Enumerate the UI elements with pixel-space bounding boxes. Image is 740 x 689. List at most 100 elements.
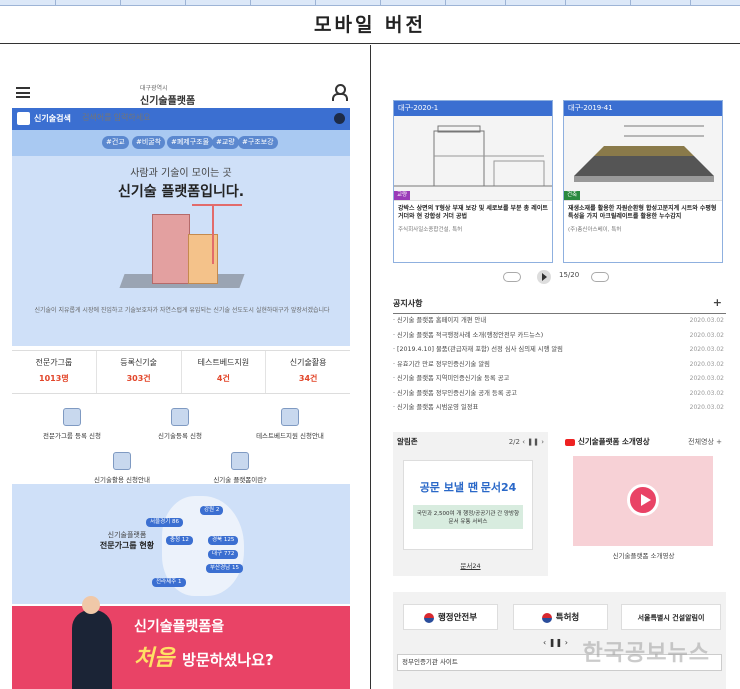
- category-badge: 건축: [564, 191, 581, 200]
- stat-usage[interactable]: 신기술활용 34건: [266, 351, 350, 393]
- alert-zone-title: 알림존: [397, 437, 418, 446]
- layer-sketch: [574, 125, 714, 182]
- welcome-banner[interactable]: 신기술플랫폼을 처음 방문하셨나요?: [12, 596, 350, 689]
- search-input[interactable]: [82, 113, 322, 122]
- hero-description: 신기술이 지유롭게 시장에 진입하고 기술보호자가 자연스럽게 유입되는 신기술…: [34, 307, 330, 314]
- partner-link[interactable]: 특허청: [513, 604, 608, 630]
- tech-card-company: 주식회사일소종합건설, 특허: [398, 227, 463, 233]
- quick-link-about[interactable]: 신기술 플랫폼이란?: [180, 452, 300, 484]
- category-badge: 교량: [394, 191, 411, 200]
- all-videos-link[interactable]: 전체영상 +: [688, 438, 722, 446]
- quick-link-label: 신기술 플랫폼이란?: [213, 476, 267, 484]
- notice-item[interactable]: · 신기술 플랫폼 적극행정사례 소개(행정안전부 카드뉴스)2020.03.0…: [393, 329, 726, 344]
- structure-sketch: [394, 125, 552, 187]
- plus-icon[interactable]: +: [712, 296, 722, 309]
- stat-label: 테스트베드지원: [197, 358, 250, 367]
- tech-card[interactable]: 대구-2019-41 건축 재생소재를 활용한 자원순환형 합성고분지계 시트와…: [563, 100, 723, 263]
- partner-link[interactable]: 행정안전부: [403, 604, 498, 630]
- notice-date: 2020.03.02: [689, 360, 724, 368]
- stat-testbed[interactable]: 테스트베드지원 4건: [182, 351, 267, 393]
- handshake-icon: [171, 408, 189, 426]
- stat-registered[interactable]: 등록신기술 303건: [97, 351, 182, 393]
- user-icon[interactable]: [332, 84, 348, 101]
- top-table-strip: [0, 0, 740, 6]
- search-icon[interactable]: [334, 113, 345, 124]
- stat-label: 등록신기술: [120, 358, 158, 367]
- logo-text: 신기술플랫폼: [140, 96, 196, 107]
- alert-zone-link[interactable]: 문서24: [460, 562, 481, 570]
- banner-rest: 방문하셨나요?: [182, 651, 274, 669]
- mobile-main-screen: 대구광역시 신기술플랫폼 신기술검색 #건교 #비굴착 #폐제구조물 #교량 #…: [12, 80, 350, 689]
- prev-arrow-icon[interactable]: [503, 272, 521, 282]
- video-header: 신기술플랫폼 소개영상 전체영상 +: [561, 432, 726, 452]
- gov-emblem-icon: [423, 612, 434, 623]
- region-badge[interactable]: 대구 772: [208, 550, 239, 559]
- tag-item[interactable]: #구조보강: [238, 136, 278, 149]
- gov-site-select[interactable]: 정부인증기관 사이트: [397, 654, 722, 671]
- quick-link-usage[interactable]: 신기술활용 신청안내: [62, 452, 182, 484]
- stat-value: 303건: [126, 374, 151, 383]
- play-icon[interactable]: [537, 270, 551, 284]
- quick-link-label: 전문가그룹 등록 신청: [43, 432, 101, 440]
- partner-label: 행정안전부: [437, 613, 478, 623]
- partner-link[interactable]: 서울특별시 건설알림이: [621, 604, 721, 630]
- column-divider: [370, 45, 371, 689]
- tag-list: #건교 #비굴착 #폐제구조물 #교량 #구조보강: [12, 130, 350, 156]
- notice-header: 공지사항 +: [393, 296, 726, 314]
- region-badge[interactable]: 강원 2: [200, 506, 224, 515]
- tag-item[interactable]: #비굴착: [132, 136, 166, 149]
- notice-item[interactable]: · [2019.4.10] 물품(관급자재 포함) 선정 심사 심의제 시행 알…: [393, 343, 726, 358]
- alert-zone-slide[interactable]: 공문 보낼 땐 문서24 국민과 2,500여 개 행정/공공기관 간 양방향 …: [403, 460, 533, 550]
- tech-card[interactable]: 대구-2020-1 교량 강박스 상면의 T형상 부재 보강 및 세로보를 부분…: [393, 100, 553, 263]
- region-badge[interactable]: 서울경기 86: [146, 518, 183, 527]
- slide-title-brand: 문서24: [480, 481, 517, 494]
- partner-links: 행정안전부 특허청 서울특별시 건설알림이 ‹ ❚❚ › 정부인증기관 사이트: [393, 592, 726, 689]
- tech-card-code: 대구-2020-1: [394, 101, 552, 116]
- map-title-small: 신기술플랫폼: [107, 531, 147, 539]
- hero-subtitle: 사람과 기술이 모이는 곳: [130, 168, 232, 179]
- region-badge[interactable]: 전라제주 1: [152, 578, 186, 587]
- region-badge[interactable]: 부산경남 15: [206, 564, 243, 573]
- play-button-icon[interactable]: [627, 484, 659, 516]
- region-badge[interactable]: 경북 125: [208, 536, 239, 545]
- region-badge[interactable]: 충청 12: [166, 536, 193, 545]
- banner-line2: 처음 방문하셨나요?: [134, 640, 274, 672]
- hero-title: 신기술 플랫폼입니다.: [117, 184, 245, 200]
- site-logo[interactable]: 대구광역시 신기술플랫폼: [140, 83, 195, 107]
- tools-icon: [113, 452, 131, 470]
- tag-item[interactable]: #폐제구조물: [167, 136, 214, 149]
- quick-link-tech-register[interactable]: 신기술등록 신청: [120, 408, 240, 440]
- video-caption: 신기술플랫폼 소개영상: [612, 552, 675, 560]
- widget-row: 알림존 2/2 ‹ ❚❚ › 공문 보낼 땐 문서24 국민과 2,500여 개…: [393, 432, 726, 576]
- tag-item[interactable]: #교량: [212, 136, 239, 149]
- hamburger-menu-icon[interactable]: [16, 87, 30, 98]
- next-arrow-icon[interactable]: [591, 272, 609, 282]
- hero-section: 사람과 기술이 모이는 곳 신기술 플랫폼입니다. 신기술이 지유롭게 시장에 …: [12, 156, 350, 346]
- quick-link-expert-register[interactable]: 전문가그룹 등록 신청: [12, 408, 132, 440]
- slide-title-pre: 공문 보낼 땐: [419, 481, 478, 494]
- quick-links: 전문가그룹 등록 신청 신기술등록 신청 테스트베드지원 신청안내 신기술활용 …: [12, 394, 350, 496]
- presenter-figure: [72, 596, 112, 689]
- alert-zone-controls[interactable]: 2/2 ‹ ❚❚ ›: [508, 438, 544, 446]
- quick-link-testbed[interactable]: 테스트베드지원 신청안내: [230, 408, 350, 440]
- logo-subtext: 대구광역시: [140, 85, 168, 92]
- notice-text: 유효기간 만료 정부인증신기술 알림: [397, 360, 490, 368]
- video-thumbnail[interactable]: [573, 456, 713, 546]
- tag-item[interactable]: #건교: [102, 136, 129, 149]
- notice-text: [2019.4.10] 물품(관급자재 포함) 선정 심사 심의제 시행 알림: [397, 346, 563, 353]
- stat-label: 신기술활용: [289, 358, 327, 367]
- partner-nav[interactable]: ‹ ❚❚ ›: [543, 638, 568, 647]
- mobile-header: 대구광역시 신기술플랫폼: [12, 80, 350, 107]
- stat-value: 34건: [298, 374, 318, 383]
- notice-title: 공지사항: [393, 299, 423, 308]
- document-icon: [63, 408, 81, 426]
- stat-value: 4건: [216, 374, 230, 383]
